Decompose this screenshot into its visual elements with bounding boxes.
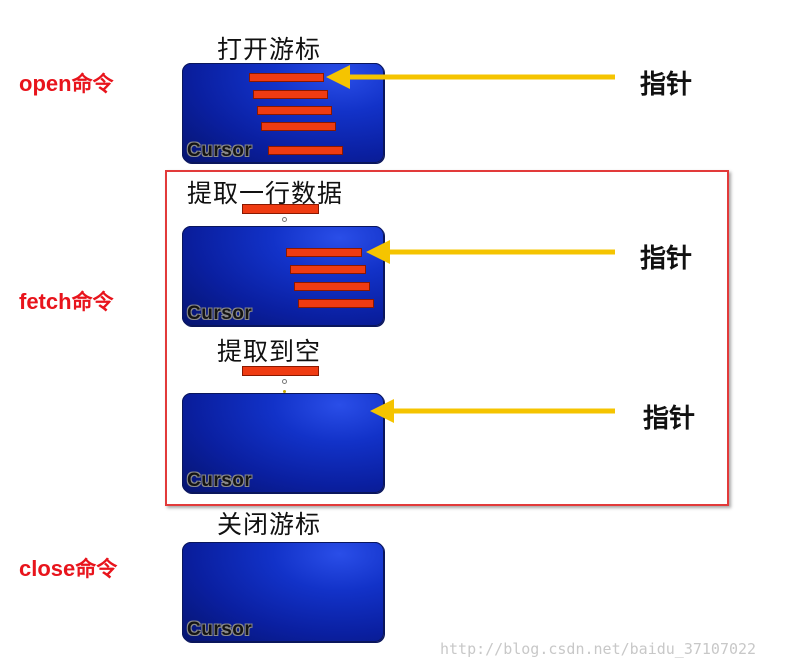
ellipsis-dot	[283, 390, 286, 393]
open-command-label: open命令	[19, 68, 114, 98]
result-row	[290, 265, 366, 274]
close-command-name: close	[19, 556, 76, 581]
result-row	[294, 282, 370, 291]
arrow-left-icon	[366, 240, 615, 264]
result-row	[257, 106, 332, 115]
result-row	[253, 90, 328, 99]
result-row	[249, 73, 324, 82]
fetch-command-name: fetch	[19, 289, 72, 314]
result-row	[261, 122, 336, 131]
cursor-box-fetch-empty: Cursor	[182, 393, 384, 493]
arrow-left-icon	[326, 65, 615, 89]
fetch-row-caption: 提取一行数据	[187, 179, 344, 208]
result-row	[298, 299, 374, 308]
close-command-suffix: 命令	[75, 557, 118, 581]
fetch-empty-caption: 提取到空	[217, 337, 322, 366]
cursor-label: Cursor	[187, 470, 253, 491]
fetch-section-frame	[165, 170, 729, 506]
open-command-suffix: 命令	[71, 72, 114, 96]
open-cursor-caption: 打开游标	[217, 35, 322, 64]
cursor-label: Cursor	[187, 619, 253, 640]
cursor-box-close: Cursor	[182, 542, 384, 642]
fetch-command-label: fetch命令	[19, 286, 114, 316]
ellipsis-dot	[282, 217, 287, 222]
cursor-label: Cursor	[187, 303, 253, 324]
source-watermark: http://blog.csdn.net/baidu_37107022	[440, 640, 757, 658]
result-row	[286, 248, 362, 257]
result-row	[268, 146, 343, 155]
open-command-name: open	[19, 71, 72, 96]
pointer-label: 指针	[640, 244, 693, 274]
cursor-box-fetch-row: Cursor	[182, 226, 384, 326]
arrow-left-icon	[370, 399, 615, 423]
ellipsis-dot	[282, 379, 287, 384]
fetch-command-suffix: 命令	[71, 290, 114, 314]
fetched-row	[242, 204, 319, 214]
close-command-label: close命令	[19, 553, 117, 583]
close-cursor-caption: 关闭游标	[217, 510, 322, 539]
fetched-row	[242, 366, 319, 376]
cursor-label: Cursor	[187, 140, 253, 161]
pointer-label: 指针	[643, 404, 696, 434]
pointer-label: 指针	[640, 70, 693, 100]
cursor-box-open: Cursor	[182, 63, 384, 163]
